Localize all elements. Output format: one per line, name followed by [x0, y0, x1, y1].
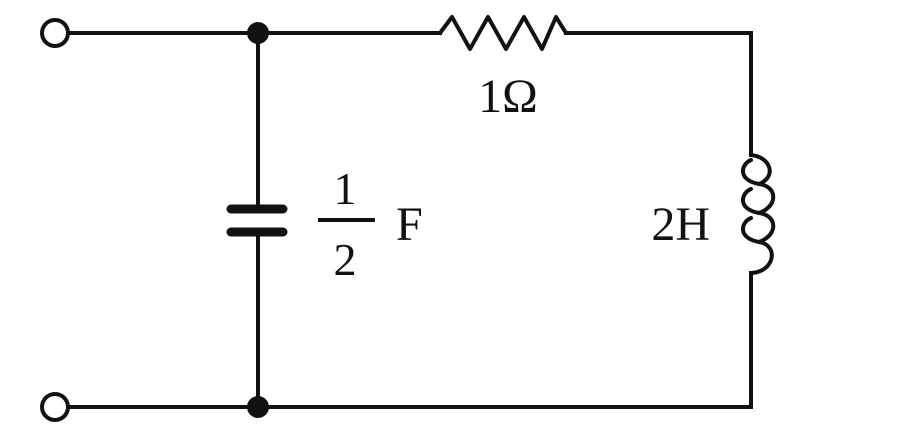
inductor-symbol: [741, 153, 776, 275]
bottom-wire-right: [256, 271, 753, 409]
input-terminal-bottom: [40, 392, 70, 422]
junction-node-bottom: [247, 396, 269, 418]
junction-node-top: [247, 22, 269, 44]
capacitor-unit: F: [396, 198, 423, 251]
capacitor-numerator: 1: [334, 163, 357, 214]
resistor-symbol: [438, 15, 568, 51]
input-terminal-top: [40, 18, 70, 48]
inductor-label: 2H: [651, 198, 710, 251]
resistor-label: 1Ω: [478, 70, 538, 123]
capacitor-denominator: 2: [334, 234, 357, 285]
top-wire-right: [564, 31, 753, 157]
